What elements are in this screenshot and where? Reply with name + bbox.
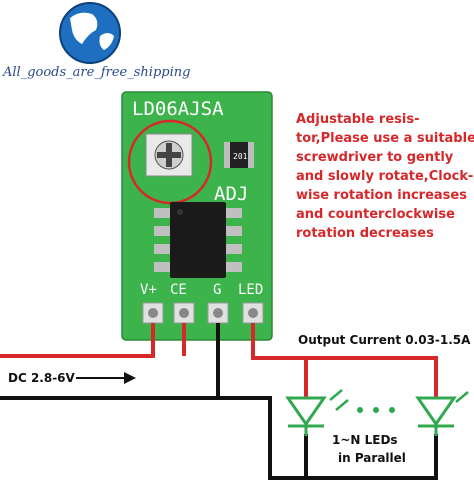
output-current-label: Output Current 0.03-1.5A bbox=[298, 333, 471, 347]
leds-label-line1: 1~N LEDs bbox=[332, 433, 398, 447]
led-wire bbox=[251, 323, 438, 398]
pcb-board: LD06AJSA 201 ADJ bbox=[121, 91, 273, 341]
input-arrow bbox=[76, 372, 136, 384]
dc-input-label: DC 2.8-6V bbox=[8, 371, 76, 385]
pin-label-g: G bbox=[213, 282, 221, 298]
globe-logo-icon bbox=[59, 2, 121, 64]
board-model-label: LD06AJSA bbox=[132, 98, 224, 120]
resistor-code-label: 201 bbox=[233, 152, 248, 161]
leds-label-line2: in Parallel bbox=[338, 451, 406, 465]
annotation-line-7: rotation decreases bbox=[296, 226, 434, 241]
pin-label-vplus: V+ bbox=[140, 282, 157, 298]
adj-label: ADJ bbox=[214, 183, 248, 205]
annotation-line-5: wise rotation increases bbox=[296, 188, 467, 203]
potentiometer-highlight-circle bbox=[127, 119, 213, 205]
annotation-line-1: Adjustable resis- bbox=[296, 112, 419, 127]
led-symbol-right bbox=[415, 391, 469, 436]
wiring bbox=[0, 323, 438, 480]
pin-label-ce: CE bbox=[170, 282, 187, 298]
annotation-line-2: tor,Please use a suitable bbox=[296, 131, 474, 146]
led-symbol-left bbox=[285, 389, 349, 436]
ic-chip bbox=[154, 202, 242, 278]
annotation-line-6: and counterclockwise bbox=[296, 207, 455, 222]
led-ellipsis-dots bbox=[357, 407, 395, 413]
annotation-line-3: screwdriver to gently bbox=[296, 150, 454, 165]
pin-pads bbox=[142, 302, 264, 324]
annotation-line-4: and slowly rotate,Clock- bbox=[296, 169, 473, 184]
potentiometer[interactable] bbox=[145, 133, 193, 177]
watermark-text: All_goods_are_free_shipping bbox=[2, 65, 190, 80]
vplus-wire bbox=[0, 323, 155, 358]
pin-label-led: LED bbox=[238, 282, 263, 298]
smd-resistor: 201 bbox=[224, 142, 254, 168]
led-return-wire bbox=[218, 396, 438, 480]
